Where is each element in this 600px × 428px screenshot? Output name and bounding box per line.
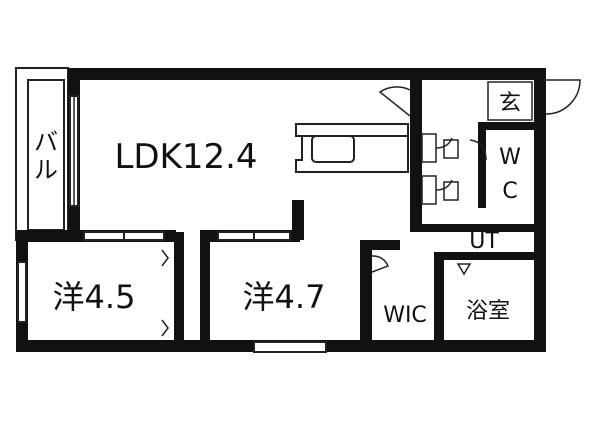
wc-door <box>469 139 487 161</box>
entrance <box>378 79 581 121</box>
ldk-label: LDK12.4 <box>114 137 257 177</box>
balcony-label-1: バ <box>34 128 58 156</box>
wic-door <box>371 255 389 273</box>
ut-label: UT <box>469 229 499 254</box>
bath-label: 浴室 <box>466 299 510 324</box>
wic-label: WIC <box>383 303 427 328</box>
storage-doors <box>421 133 459 205</box>
wc-label-w: W <box>499 145 521 170</box>
ldk-window <box>69 95 79 207</box>
entrance-label: 玄 <box>499 91 521 116</box>
bath-door <box>456 263 472 276</box>
western-room-1-label: 洋4.5 <box>53 278 136 316</box>
western-room-2-label: 洋4.7 <box>243 278 326 316</box>
balcony: バ ル <box>15 67 69 241</box>
bedroom1-doors <box>161 249 169 337</box>
interior-walls <box>174 80 534 350</box>
balcony-label-2: ル <box>34 156 58 184</box>
wc-label-c: C <box>502 179 517 204</box>
kitchen-counter <box>295 123 409 173</box>
windows <box>17 231 327 353</box>
